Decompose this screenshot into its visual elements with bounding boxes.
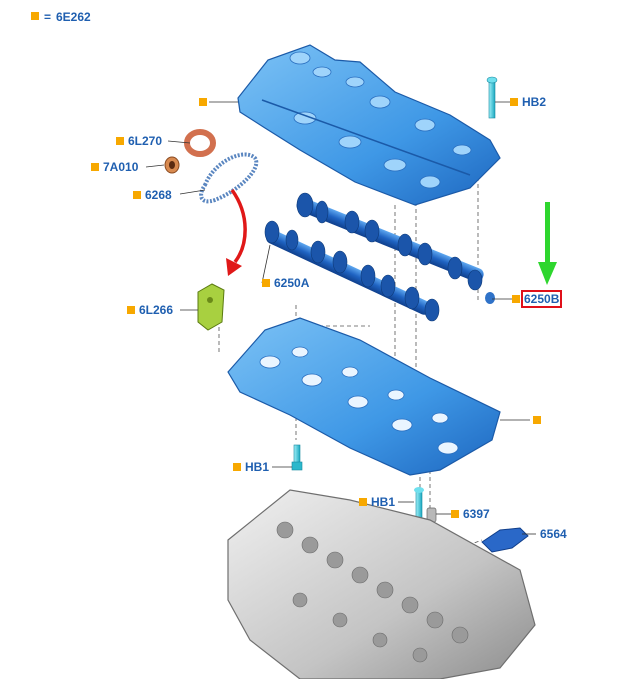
legend-equals: =	[44, 10, 52, 24]
marker-camshaft-carrier	[533, 416, 541, 424]
washer-7a010	[164, 156, 180, 174]
rocker-arm-6564	[481, 527, 529, 553]
camshaft-carrier	[227, 317, 501, 476]
chain-direction-arrow	[226, 188, 247, 276]
legend-marker	[31, 12, 39, 20]
marker-hb1-center	[359, 498, 367, 506]
valve-cover	[237, 44, 501, 206]
cylinder-head	[227, 489, 536, 680]
tensioner-6l266	[197, 283, 225, 331]
marker-6l270	[116, 137, 124, 145]
marker-6250a	[262, 279, 270, 287]
label-6250a[interactable]: 6250A	[274, 276, 310, 290]
hb2-bolt	[486, 76, 498, 119]
label-6268[interactable]: 6268	[145, 188, 172, 202]
camshaft-6250b	[296, 192, 495, 304]
marker-hb2	[510, 98, 518, 106]
label-6l266[interactable]: 6L266	[139, 303, 174, 317]
label-6l270[interactable]: 6L270	[128, 134, 163, 148]
marker-valve-cover	[199, 98, 207, 106]
label-6250b-highlighted[interactable]: 6250B	[521, 290, 563, 308]
timing-chain-6268	[199, 152, 259, 204]
hb1-bolt-left	[291, 444, 303, 471]
seal-6l270	[184, 129, 216, 157]
label-hb2[interactable]: HB2	[522, 95, 547, 109]
marker-hb1-left	[233, 463, 241, 471]
legend-code: 6E262	[56, 10, 91, 24]
leader-lines	[145, 101, 536, 535]
marker-6l266	[127, 306, 135, 314]
label-6564[interactable]: 6564	[540, 527, 567, 541]
label-6397[interactable]: 6397	[463, 507, 490, 521]
label-hb1-left[interactable]: HB1	[245, 460, 270, 474]
hb1-bolt-center	[414, 487, 424, 519]
highlight-pointer-arrow	[538, 202, 557, 285]
marker-7a010	[91, 163, 99, 171]
camshaft-6250a	[264, 220, 440, 322]
marker-6397	[451, 510, 459, 518]
label-7a010[interactable]: 7A010	[103, 160, 139, 174]
label-hb1-center[interactable]: HB1	[371, 495, 396, 509]
marker-6250b	[512, 295, 520, 303]
marker-6268	[133, 191, 141, 199]
